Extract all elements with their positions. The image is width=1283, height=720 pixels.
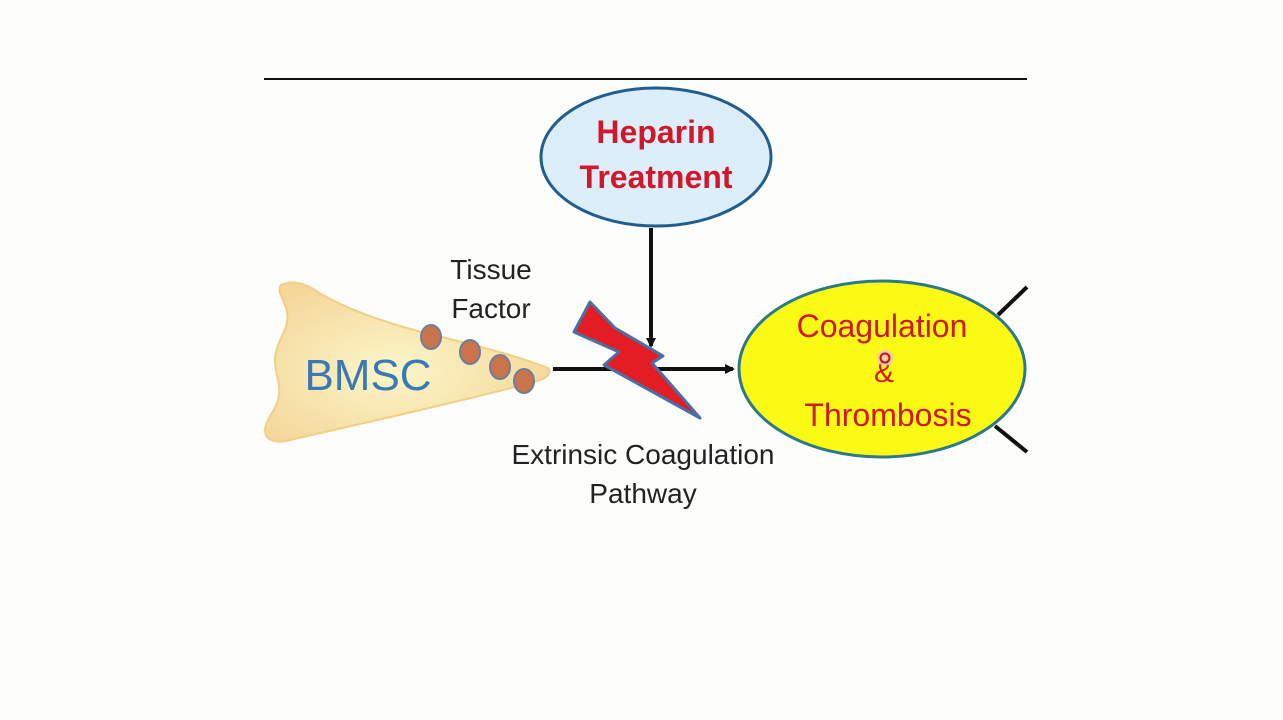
tissue-factor-dot <box>513 368 535 394</box>
tissue-factor-dots <box>420 324 535 394</box>
outcome-ellipse <box>737 279 1027 459</box>
heparin-ellipse <box>539 86 773 228</box>
bmsc-label: BMSC <box>304 351 431 400</box>
heparin-label-line1: Heparin <box>596 114 715 150</box>
bmsc-cell-body <box>263 281 551 443</box>
tissue-factor-label-line1: Tissue <box>450 254 531 285</box>
outgoing-line-lower <box>993 424 1029 454</box>
bmsc-cell: BMSC <box>263 281 551 443</box>
outcome-label-line3: Thrombosis <box>804 397 971 433</box>
outgoing-line-upper <box>996 285 1029 317</box>
tissue-factor-dot <box>459 339 481 365</box>
outcome-label-line1: Coagulation <box>797 308 968 344</box>
tissue-factor-dot <box>420 324 442 350</box>
pathway-label-line2: Pathway <box>589 478 696 509</box>
lightning-bolt-icon <box>572 300 702 420</box>
cursor-indicator-icon <box>877 350 893 366</box>
tissue-factor-label-line2: Factor <box>451 293 530 324</box>
tissue-factor-dot <box>489 354 511 380</box>
heparin-treatment-node: Heparin Treatment <box>539 86 773 228</box>
heparin-label-line2: Treatment <box>580 159 733 195</box>
coagulation-thrombosis-node: Coagulation & Thrombosis <box>737 279 1027 459</box>
pathway-label-line1: Extrinsic Coagulation <box>511 439 774 470</box>
